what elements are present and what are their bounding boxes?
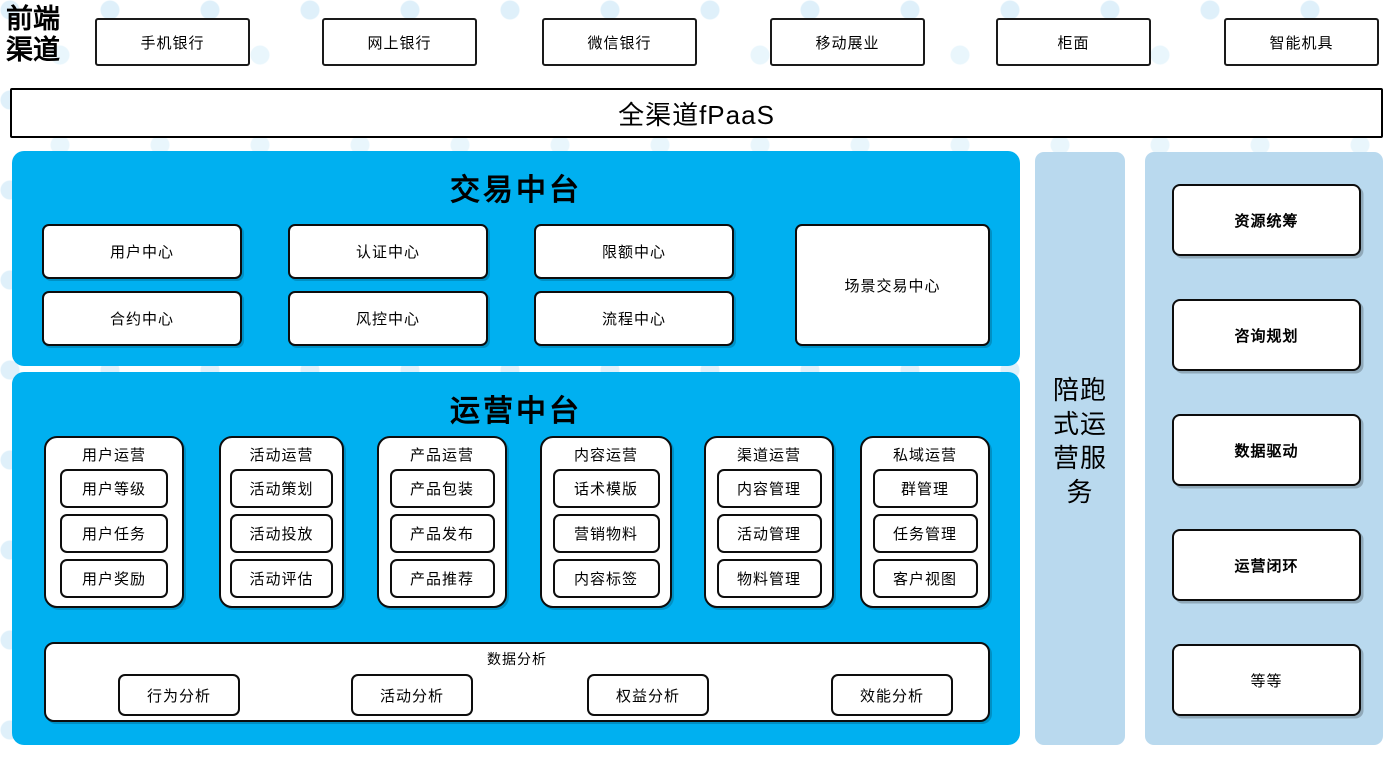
operation-chip[interactable]: 营销物料 (552, 514, 660, 553)
capability-column: 资源统筹 咨询规划 数据驱动 运营闭环 等等 (1145, 152, 1383, 745)
trade-box-risk-center[interactable]: 风控中心 (288, 291, 488, 346)
operation-platform-title: 运营中台 (450, 395, 582, 428)
trade-platform-title: 交易中台 (450, 174, 582, 207)
channel-box-counter[interactable]: 柜面 (996, 18, 1151, 66)
trade-box-scenario-trade-center[interactable]: 场景交易中心 (795, 224, 990, 346)
operation-chip[interactable]: 活动策划 (230, 469, 333, 508)
operation-group-title: 产品运营 (409, 447, 474, 464)
data-analysis-chip-benefit[interactable]: 权益分析 (587, 674, 709, 716)
capability-card-etc[interactable]: 等等 (1172, 644, 1361, 716)
operation-chip[interactable]: 群管理 (872, 469, 978, 508)
operation-chip[interactable]: 产品发布 (389, 514, 495, 553)
capability-card-data-driven[interactable]: 数据驱动 (1172, 414, 1361, 486)
operation-group-channel[interactable]: 渠道运营 内容管理 活动管理 物料管理 (704, 436, 834, 608)
operation-chip[interactable]: 活动评估 (230, 559, 333, 598)
operation-chip[interactable]: 话术模版 (552, 469, 660, 508)
operation-chip[interactable]: 活动管理 (716, 514, 822, 553)
trade-platform-panel: 交易中台 用户中心 认证中心 限额中心 合约中心 风控中心 流程中心 场景交易中… (12, 151, 1020, 366)
trade-box-user-center[interactable]: 用户中心 (42, 224, 242, 279)
trade-box-contract-center[interactable]: 合约中心 (42, 291, 242, 346)
channel-box-smart-machine[interactable]: 智能机具 (1224, 18, 1379, 66)
operation-platform-panel: 运营中台 用户运营 用户等级 用户任务 用户奖励 活动运营 活动策划 活动投放 … (12, 372, 1020, 745)
operation-group-product[interactable]: 产品运营 产品包装 产品发布 产品推荐 (377, 436, 507, 608)
accompanying-operation-service-label: 陪跑 式运 营服 务 (1052, 376, 1107, 507)
capability-card-consulting[interactable]: 咨询规划 (1172, 299, 1361, 371)
operation-group-title: 用户运营 (81, 447, 146, 464)
operation-group-campaign[interactable]: 活动运营 活动策划 活动投放 活动评估 (219, 436, 344, 608)
data-analysis-chip-behavior[interactable]: 行为分析 (118, 674, 240, 716)
operation-group-user[interactable]: 用户运营 用户等级 用户任务 用户奖励 (44, 436, 184, 608)
operation-group-title: 渠道运营 (736, 447, 801, 464)
trade-box-auth-center[interactable]: 认证中心 (288, 224, 488, 279)
data-analysis-chip-campaign[interactable]: 活动分析 (351, 674, 473, 716)
operation-chip[interactable]: 客户视图 (872, 559, 978, 598)
operation-chip[interactable]: 物料管理 (716, 559, 822, 598)
omnichannel-fpaas-bar[interactable]: 全渠道fPaaS (10, 88, 1383, 138)
data-analysis-chip-efficiency[interactable]: 效能分析 (831, 674, 953, 716)
trade-box-limit-center[interactable]: 限额中心 (534, 224, 734, 279)
data-analysis-box: 数据分析 行为分析 活动分析 权益分析 效能分析 (44, 642, 990, 722)
channel-box-wechat-bank[interactable]: 微信银行 (542, 18, 697, 66)
operation-group-private-domain[interactable]: 私域运营 群管理 任务管理 客户视图 (860, 436, 990, 608)
operation-chip[interactable]: 用户任务 (60, 514, 168, 553)
capability-card-closed-loop[interactable]: 运营闭环 (1172, 529, 1361, 601)
front-end-channel-label: 前端 渠道 (6, 4, 60, 65)
accompanying-operation-service-column[interactable]: 陪跑 式运 营服 务 (1035, 152, 1125, 745)
operation-chip[interactable]: 活动投放 (230, 514, 333, 553)
channel-box-mobile-business[interactable]: 移动展业 (770, 18, 925, 66)
operation-chip[interactable]: 产品推荐 (389, 559, 495, 598)
operation-group-title: 内容运营 (573, 447, 638, 464)
operation-chip[interactable]: 内容标签 (552, 559, 660, 598)
channel-box-online-bank[interactable]: 网上银行 (322, 18, 477, 66)
data-analysis-title: 数据分析 (487, 651, 547, 667)
operation-chip[interactable]: 用户等级 (60, 469, 168, 508)
operation-group-title: 活动运营 (249, 447, 314, 464)
operation-chip[interactable]: 内容管理 (716, 469, 822, 508)
trade-box-process-center[interactable]: 流程中心 (534, 291, 734, 346)
capability-card-resource[interactable]: 资源统筹 (1172, 184, 1361, 256)
channel-box-mobile-bank[interactable]: 手机银行 (95, 18, 250, 66)
operation-chip[interactable]: 用户奖励 (60, 559, 168, 598)
operation-chip[interactable]: 产品包装 (389, 469, 495, 508)
operation-chip[interactable]: 任务管理 (872, 514, 978, 553)
operation-group-content[interactable]: 内容运营 话术模版 营销物料 内容标签 (540, 436, 672, 608)
operation-group-title: 私域运营 (892, 447, 957, 464)
